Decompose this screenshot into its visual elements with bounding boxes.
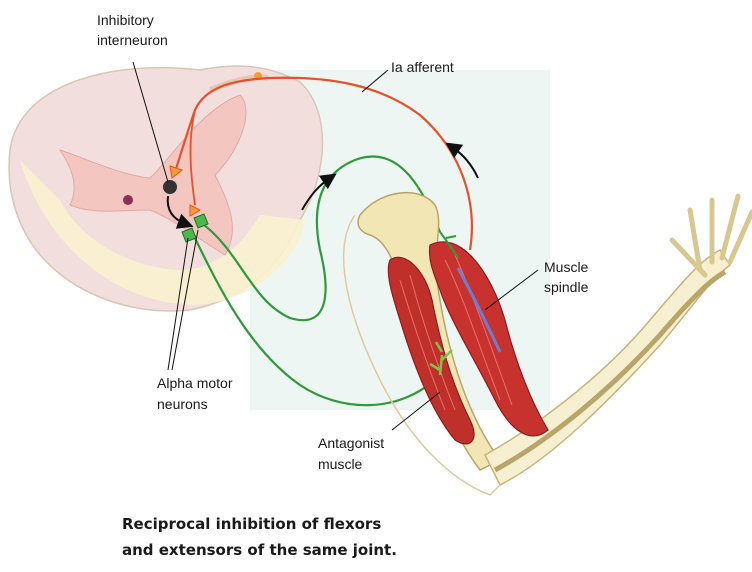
label-spindle-line2: spindle	[544, 278, 588, 296]
label-inhibitory-line2: interneuron	[97, 31, 168, 49]
label-alpha-line1: Alpha motor	[157, 374, 232, 392]
label-inhibitory-line1: Inhibitory	[97, 11, 154, 29]
hand	[672, 196, 752, 275]
inhibitory-interneuron	[163, 180, 177, 194]
label-alpha-line2: neurons	[157, 395, 208, 413]
label-spindle-line1: Muscle	[544, 258, 588, 276]
label-antagonist-line1: Antagonist	[318, 434, 384, 452]
caption-line2: and extensors of the same joint.	[122, 541, 397, 559]
label-antagonist-line2: muscle	[318, 455, 362, 473]
central-canal	[123, 195, 133, 205]
label-ia-afferent: Ia afferent	[391, 58, 454, 76]
caption-line1: Reciprocal inhibition of flexors	[122, 515, 381, 533]
